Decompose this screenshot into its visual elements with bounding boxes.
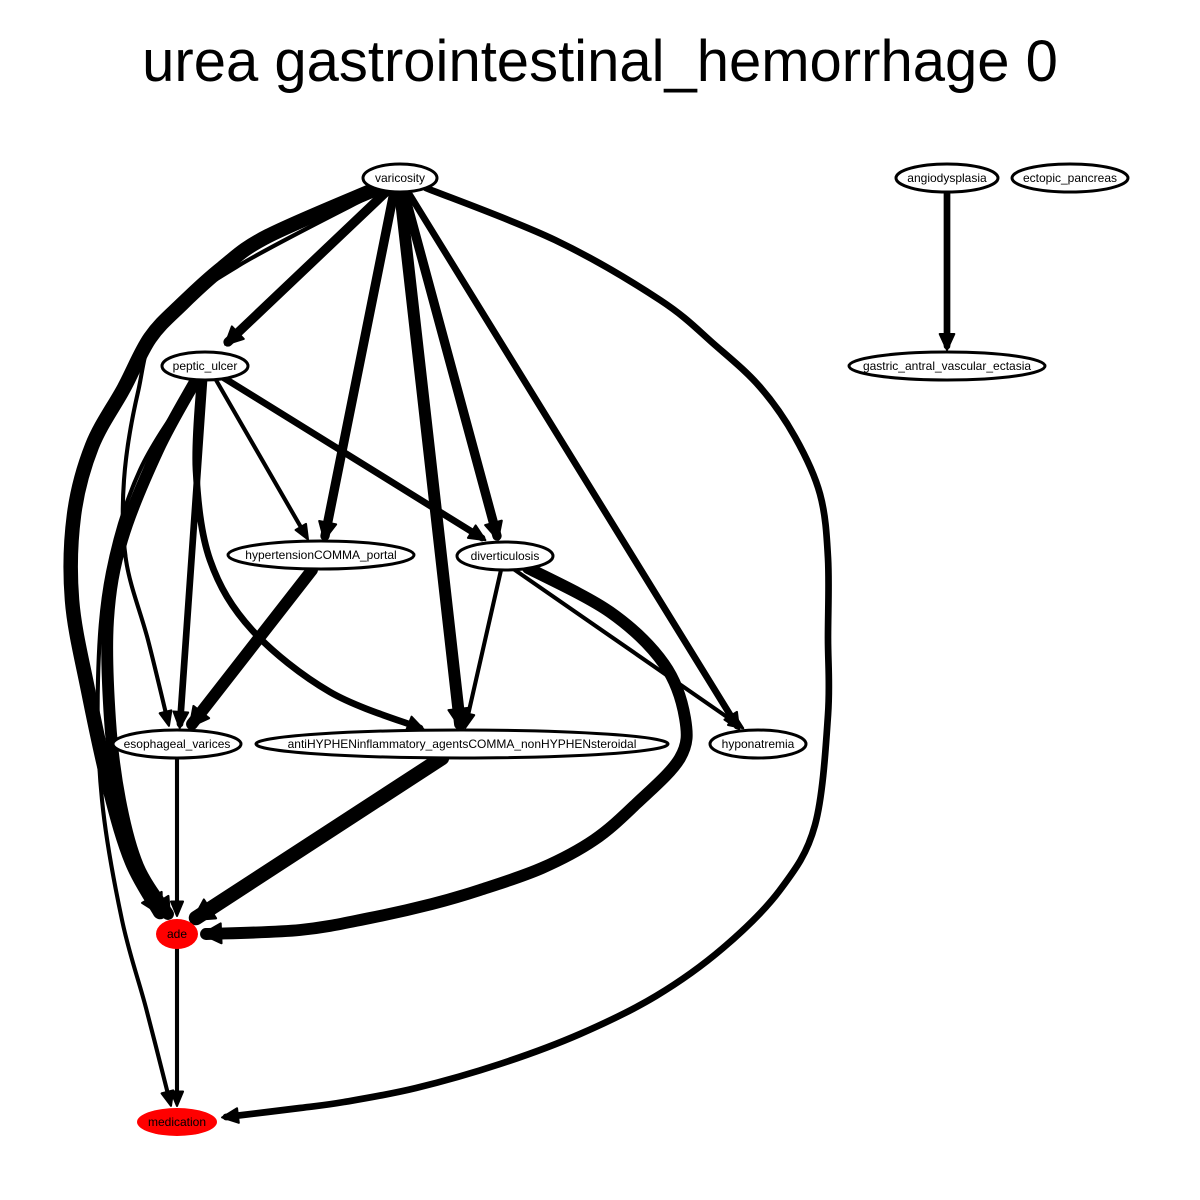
- edge-esophageal_varices-to-ade: [169, 755, 185, 917]
- arrowhead: [318, 519, 338, 541]
- edge-peptic_ulcer-to-medication: [95, 377, 199, 1107]
- node-shape: [847, 350, 1047, 382]
- edge-peptic_ulcer-to-hypertension_portal: [213, 377, 309, 541]
- node-shape: [708, 728, 808, 760]
- node-angiodysplasia[interactable]: angiodysplasia: [894, 162, 1000, 194]
- arrowhead: [191, 898, 218, 922]
- arrowhead: [201, 922, 223, 945]
- arrowhead: [224, 325, 245, 346]
- node-medication[interactable]: medication: [137, 1108, 217, 1136]
- arrowhead: [461, 711, 476, 729]
- edge-varicosity-to-hypertension_portal: [318, 187, 399, 541]
- node-gastric-antral-vascular-ectasia[interactable]: gastric_antral_vascular_ectasia: [847, 350, 1047, 382]
- node-shape: [156, 919, 198, 949]
- arrowhead: [938, 332, 956, 351]
- edge-peptic_ulcer-to-esophageal_varices: [172, 376, 208, 729]
- node-shape: [455, 540, 555, 572]
- node-esophageal-varices[interactable]: esophageal_varices: [111, 728, 243, 760]
- arrowhead: [405, 715, 425, 732]
- node-label: hypertensionCOMMA_portal: [245, 548, 396, 562]
- arrowhead: [188, 704, 211, 729]
- arrowhead: [158, 709, 173, 727]
- edge-angiodysplasia-to-gastric_antral_vascular_ectasia: [938, 188, 956, 351]
- arrowhead: [221, 1107, 240, 1124]
- edge-hypertension_portal-to-esophageal_varices: [186, 564, 318, 730]
- edge-peptic_ulcer-to-nsaid: [192, 376, 425, 732]
- node-label: varicosity: [375, 171, 425, 185]
- edge-diverticulosis-to-nsaid: [461, 567, 504, 729]
- arrowhead: [484, 519, 503, 541]
- edge-varicosity-to-diverticulosis: [399, 187, 503, 541]
- node-shape: [254, 728, 670, 760]
- node-peptic-ulcer[interactable]: peptic_ulcer: [160, 350, 250, 382]
- node-shape: [111, 728, 243, 760]
- node-label: medication: [148, 1115, 206, 1129]
- edge-diverticulosis-to-ade: [200, 562, 693, 945]
- node-label: ectopic_pancreas: [1023, 171, 1117, 185]
- node-varicosity[interactable]: varicosity: [361, 162, 439, 194]
- edge-ade-to-medication: [169, 946, 185, 1107]
- node-shape: [137, 1108, 217, 1136]
- arrowhead: [726, 714, 745, 730]
- node-label: antiHYPHENinflammatory_agentsCOMMA_nonHY…: [288, 737, 637, 751]
- graph-title: urea gastrointestinal_hemorrhage 0: [142, 29, 1058, 94]
- node-label: diverticulosis: [471, 549, 540, 563]
- node-nsaid[interactable]: antiHYPHENinflammatory_agentsCOMMA_nonHY…: [254, 728, 670, 760]
- node-label: hyponatremia: [722, 737, 795, 751]
- edge-peptic_ulcer-to-diverticulosis: [220, 374, 487, 542]
- arrowhead: [466, 524, 487, 542]
- node-label: peptic_ulcer: [173, 359, 238, 373]
- node-diverticulosis[interactable]: diverticulosis: [455, 540, 555, 572]
- nodes-layer: varicosity angiodysplasia ectopic_pancreas…: [111, 162, 1130, 1136]
- edge-varicosity-to-hyponatremia: [404, 188, 741, 731]
- node-label: ade: [167, 927, 187, 941]
- node-hyponatremia[interactable]: hyponatremia: [708, 728, 808, 760]
- node-shape: [894, 162, 1000, 194]
- edge-diverticulosis-to-hyponatremia: [509, 565, 745, 730]
- node-shape: [361, 162, 439, 194]
- arrowhead: [160, 1089, 175, 1107]
- edges-layer: [63, 180, 956, 1124]
- arrowhead: [169, 1090, 185, 1107]
- arrowhead: [172, 710, 190, 729]
- arrowhead: [294, 522, 309, 541]
- node-hypertension-portal[interactable]: hypertensionCOMMA_portal: [226, 539, 416, 571]
- edge-nsaid-to-ade: [188, 750, 450, 926]
- node-label: angiodysplasia: [907, 171, 987, 185]
- edge-varicosity-to-esophageal_varices: [120, 189, 381, 727]
- edge-peptic_ulcer-to-ade: [101, 374, 202, 920]
- node-shape: [1010, 162, 1130, 194]
- arrowhead: [169, 900, 185, 917]
- node-shape: [160, 350, 250, 382]
- node-ectopic-pancreas[interactable]: ectopic_pancreas: [1010, 162, 1130, 194]
- edge-varicosity-to-peptic_ulcer: [223, 187, 391, 347]
- node-label: gastric_antral_vascular_ectasia: [863, 359, 1031, 373]
- node-ade[interactable]: ade: [156, 919, 198, 949]
- edge-varicosity-to-medication: [221, 184, 833, 1124]
- node-label: esophageal_varices: [124, 737, 231, 751]
- arrowhead: [150, 894, 172, 919]
- node-shape: [226, 539, 416, 571]
